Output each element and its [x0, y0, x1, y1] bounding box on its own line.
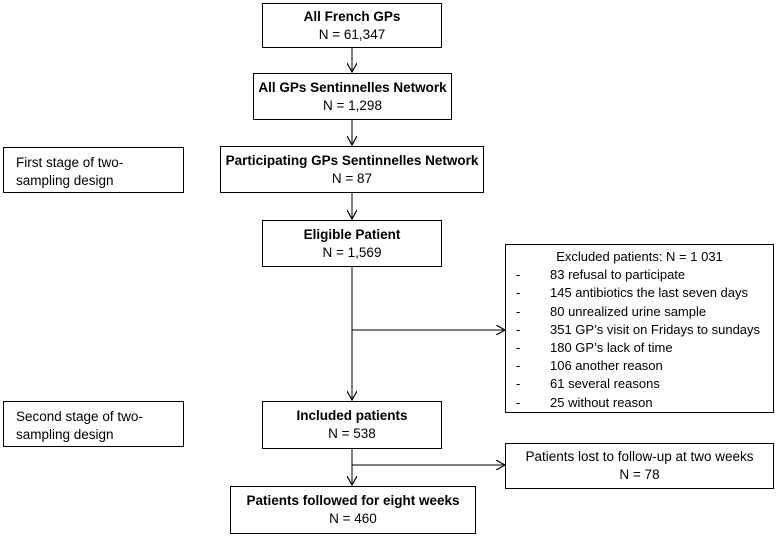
eligible-title: Eligible Patient [303, 227, 401, 242]
first-stage-line2: sampling design [16, 173, 114, 188]
included-title: Included patients [296, 408, 408, 423]
lost-followup-label: Patients lost to follow-up at two weeks [525, 449, 754, 464]
excluded-reasons-list: -83 refusal to participate -145 antibiot… [506, 266, 773, 412]
first-stage-box: First stage of two- sampling design [3, 147, 184, 193]
list-item: -83 refusal to participate [516, 267, 686, 283]
first-stage-line1: First stage of two- [16, 155, 124, 170]
followed-box: Patients followed for eight weeks N = 46… [230, 486, 476, 534]
list-item: -106 another reason [516, 358, 663, 374]
eligible-box: Eligible Patient N = 1,569 [262, 220, 442, 267]
all-french-gps-title: All French GPs [303, 9, 401, 24]
all-sentinelles-box: All GPs Sentinnelles Network N = 1,298 [253, 73, 452, 120]
participating-title: Participating GPs Sentinnelles Network [225, 153, 479, 168]
list-item: -25 without reason [516, 394, 653, 410]
list-item: -80 unrealized urine sample [516, 303, 707, 319]
list-item: -61 several reasons [516, 376, 660, 392]
list-item: -145 antibiotics the last seven days [516, 285, 749, 301]
included-box: Included patients N = 538 [262, 401, 442, 449]
excluded-patients-box: Excluded patients: N = 1 031 -83 refusal… [505, 244, 774, 413]
participating-count: N = 87 [331, 171, 373, 186]
all-french-gps-box: All French GPs N = 61,347 [262, 3, 442, 48]
list-item: -351 GP’s visit on Fridays to sundays [516, 321, 761, 337]
second-stage-line2: sampling design [16, 427, 114, 442]
list-item: -180 GP’s lack of time [516, 340, 673, 356]
eligible-count: N = 1,569 [322, 245, 382, 260]
included-count: N = 538 [328, 426, 376, 441]
all-sentinelles-title: All GPs Sentinnelles Network [258, 80, 447, 95]
followed-title: Patients followed for eight weeks [246, 493, 460, 508]
second-stage-line1: Second stage of two- [16, 409, 143, 424]
excluded-header: Excluded patients: N = 1 031 [556, 249, 723, 264]
all-sentinelles-count: N = 1,298 [323, 98, 382, 113]
lost-followup-box: Patients lost to follow-up at two weeks … [505, 443, 774, 489]
second-stage-box: Second stage of two- sampling design [3, 401, 184, 447]
followed-count: N = 460 [329, 511, 377, 526]
participating-box: Participating GPs Sentinnelles Network N… [220, 146, 484, 193]
lost-followup-count: N = 78 [619, 467, 660, 482]
all-french-gps-count: N = 61,347 [318, 27, 386, 42]
